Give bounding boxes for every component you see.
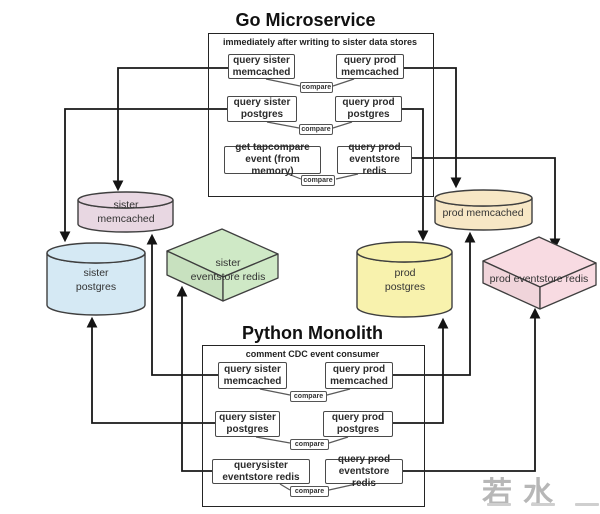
arrow-go-to-sister-memcached <box>112 67 228 192</box>
go-query-prod-eventstore: query prod eventstore redis <box>337 142 412 177</box>
python-query-sister-eventstore: querysister eventstore redis <box>212 459 310 484</box>
prod-postgres-label: prod postgres <box>384 267 426 294</box>
python-service-box <box>202 345 425 507</box>
watermark-text: 若水网 <box>482 477 564 510</box>
sister-eventstore-redis-label: sister eventstore redis <box>190 257 266 284</box>
python-query-sister-postgres: query sister postgres <box>215 411 280 437</box>
go-query-sister-memcached: query sister memcached <box>228 54 295 79</box>
go-service-subtitle: immediately after writing to sister data… <box>222 37 418 47</box>
prod-eventstore-redis-label: prod eventstore redis <box>489 273 589 285</box>
python-compare-eventstore: compare <box>290 486 329 497</box>
go-connectors <box>59 67 561 250</box>
python-service-title: Python Monolith <box>242 323 383 343</box>
arrow-python-to-sister-memcached <box>146 233 218 376</box>
sister-memcached-cylinder <box>77 191 174 233</box>
watermark-subtext-bars <box>487 503 599 506</box>
arrow-python-to-prod-memcached <box>393 231 476 376</box>
arrow-python-to-prod-eventstore <box>403 307 541 472</box>
python-query-prod-postgres: query prod postgres <box>323 411 393 437</box>
arrow-python-to-prod-postgres <box>393 317 449 424</box>
python-query-prod-memcached: query prod memcached <box>325 362 393 389</box>
sister-eventstore-redis-box <box>166 228 279 302</box>
sister-postgres-cylinder <box>46 242 146 316</box>
go-compare-memcached: compare <box>300 82 333 93</box>
go-service-title: Go Microservice <box>235 10 376 30</box>
sister-memcached-label: sister memcached <box>97 199 155 226</box>
arrow-go-to-prod-eventstore <box>412 157 561 250</box>
python-compare-postgres: compare <box>290 439 329 450</box>
go-get-tapcompare-event: get tapcompare event (from memory) <box>224 142 321 177</box>
sister-postgres-label: sister postgres <box>75 267 117 294</box>
prod-postgres-cylinder <box>356 241 453 318</box>
go-query-prod-memcached: query prod memcached <box>336 54 404 79</box>
python-service-subtitle: comment CDC event consumer <box>245 349 380 359</box>
arrow-go-to-prod-memcached <box>404 67 462 189</box>
python-query-sister-memcached: query sister memcached <box>218 362 287 389</box>
prod-eventstore-redis-box <box>482 236 597 310</box>
python-compare-memcached: compare <box>290 391 327 402</box>
go-query-prod-postgres: query prod postgres <box>335 96 402 122</box>
prod-memcached-cylinder <box>434 189 533 231</box>
go-service-box <box>208 33 434 197</box>
python-query-prod-eventstore: query prod eventstore redis <box>325 454 403 489</box>
prod-memcached-label: prod memcached <box>442 207 524 219</box>
python-connectors <box>86 231 541 472</box>
arrow-go-to-prod-postgres <box>402 108 429 242</box>
compare-legs <box>255 78 359 491</box>
arrow-python-to-sister-postgres <box>86 316 215 424</box>
go-query-sister-postgres: query sister postgres <box>227 96 297 122</box>
arrow-go-to-sister-postgres <box>59 108 227 243</box>
go-compare-postgres: compare <box>299 124 333 135</box>
go-compare-eventstore: compare <box>301 175 335 186</box>
